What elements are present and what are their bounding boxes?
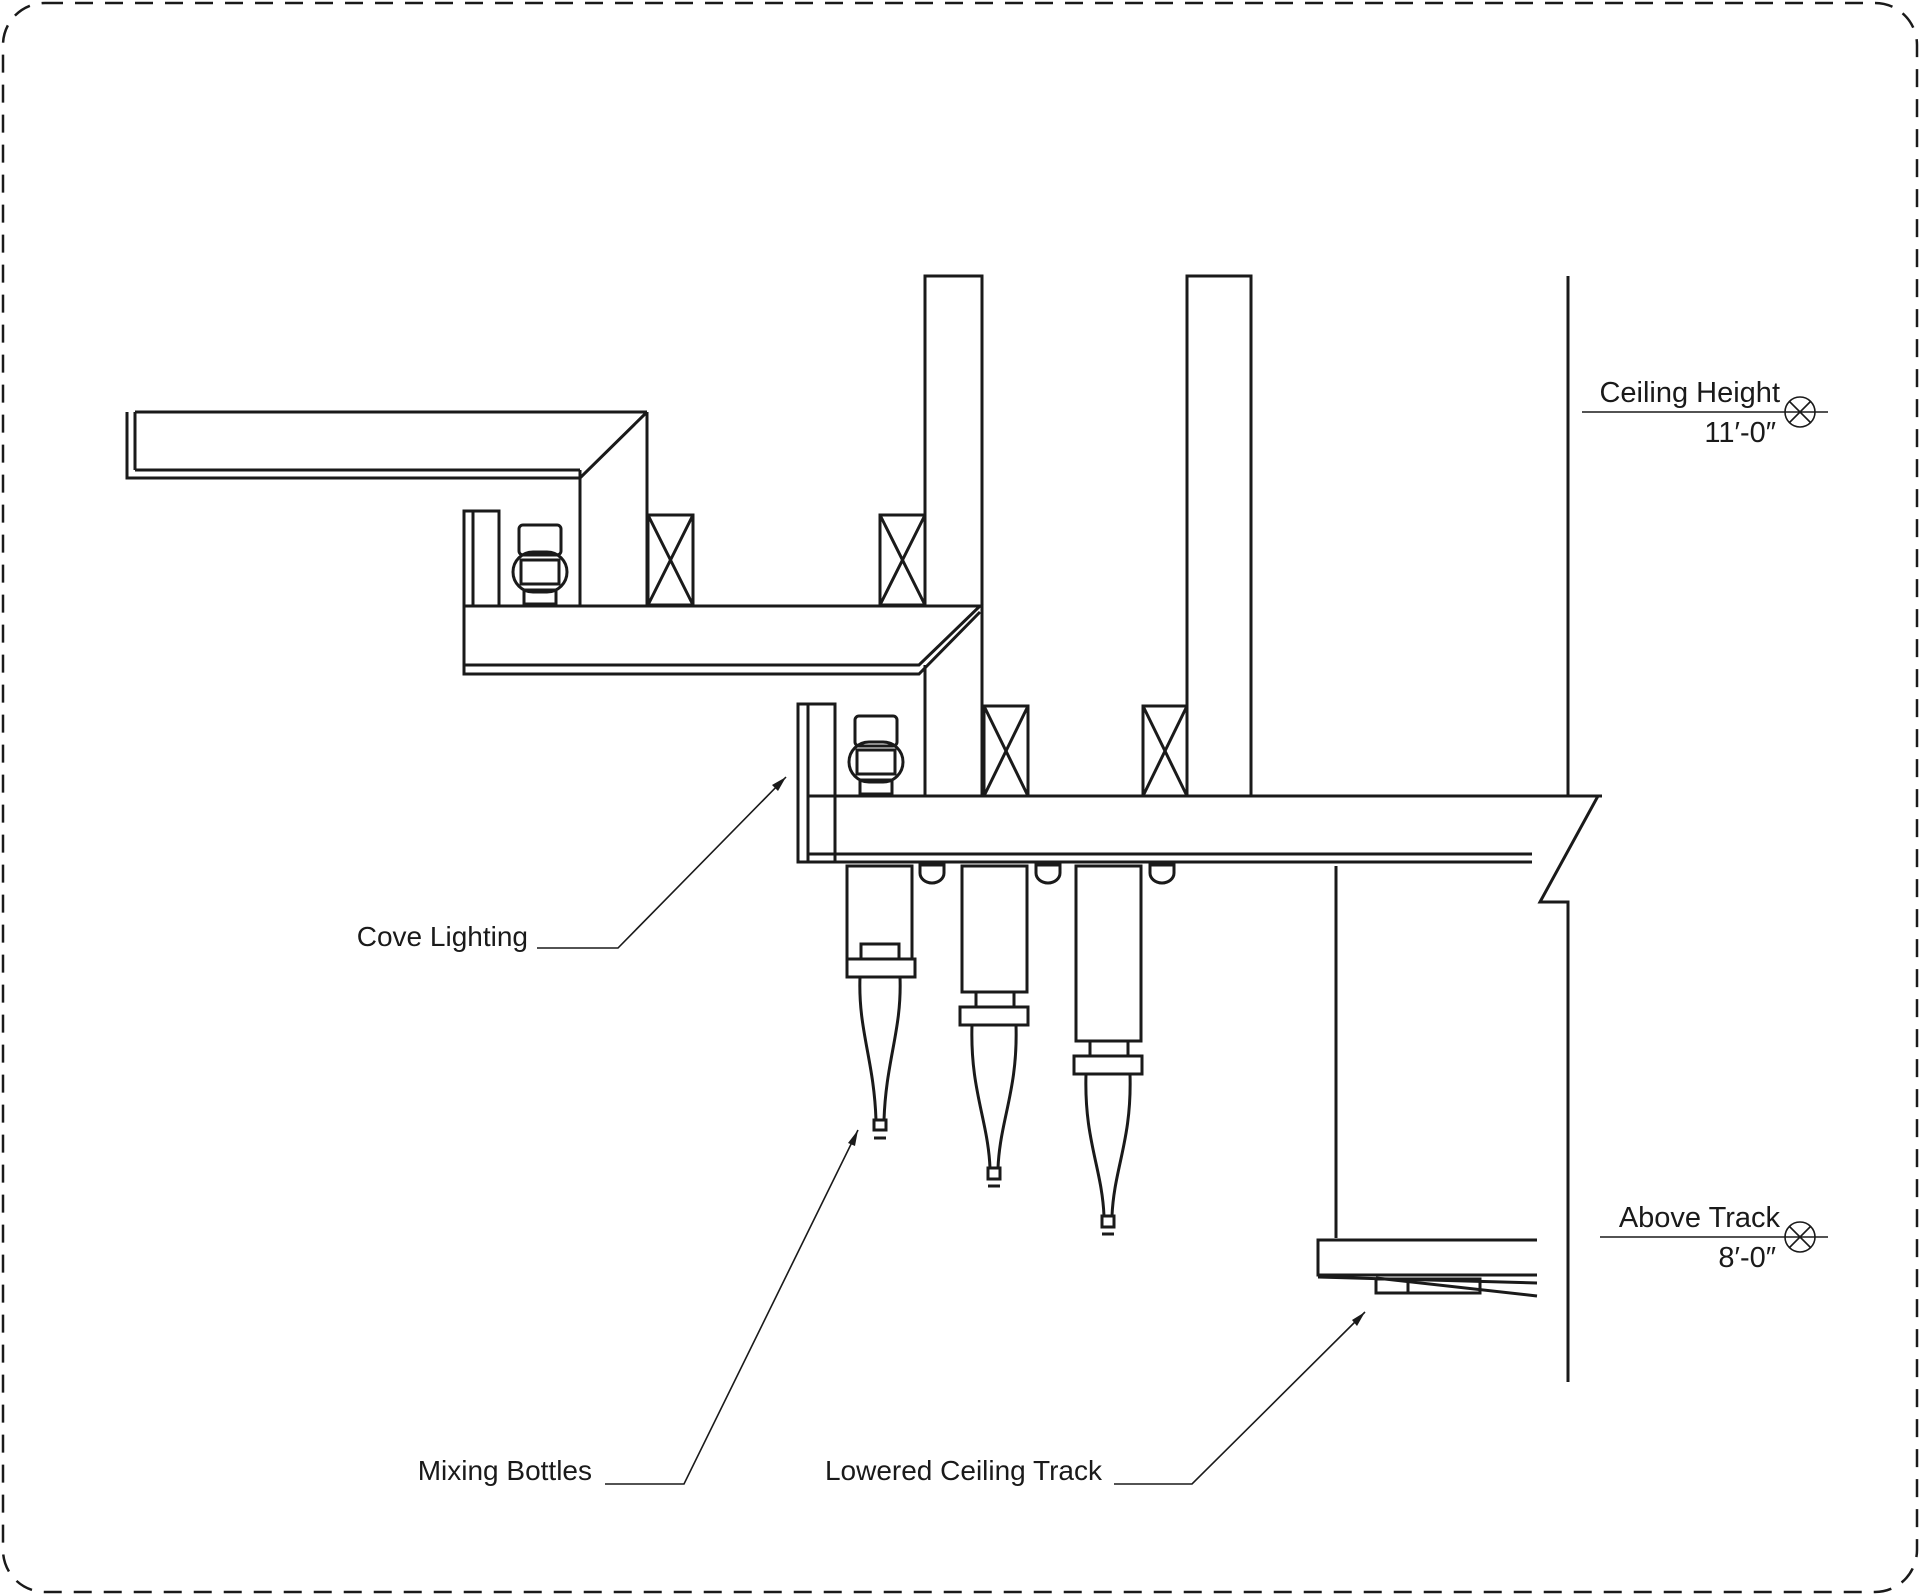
- elevation-ceiling-value: 11′-0″: [1704, 417, 1776, 449]
- leader-lowered-ceiling-track: [1114, 1311, 1366, 1485]
- leader-mixing-bottles: [605, 1129, 859, 1485]
- elevation-above-track-name: Above Track: [1619, 1202, 1781, 1234]
- elevation-marker-above-track: Above Track 8′-0″: [1600, 1202, 1828, 1274]
- blocking-upper-2: [878, 513, 927, 607]
- mixing-bottle-3: [1072, 864, 1144, 1236]
- label-cove-lighting: Cove Lighting: [357, 921, 528, 952]
- blocking-upper-1: [646, 513, 695, 607]
- cove-light-fixture-upper: [462, 509, 569, 608]
- elevation-marker-ceiling: Ceiling Height 11′-0″: [1582, 377, 1828, 449]
- vertical-drop-left: [923, 274, 984, 796]
- vertical-drop-right: [1185, 274, 1253, 796]
- cove-light-fixture-lower: [796, 702, 905, 864]
- middle-soffit: [462, 604, 984, 676]
- datum-symbol-icon: [1784, 396, 1816, 428]
- label-mixing-bottles: Mixing Bottles: [418, 1455, 592, 1486]
- mixing-bottle-1: [845, 864, 917, 1140]
- label-lowered-ceiling-track: Lowered Ceiling Track: [825, 1455, 1103, 1486]
- datum-symbol-icon: [1784, 1221, 1816, 1253]
- canopy-mounts: [918, 863, 1176, 885]
- main-ceiling-plane: [798, 794, 1602, 864]
- lowered-ceiling-track: [1316, 866, 1538, 1298]
- wall-break-line: [1537, 276, 1601, 1382]
- blocking-lower-1: [982, 704, 1030, 798]
- upper-soffit: [125, 410, 649, 606]
- blocking-lower-2: [1141, 704, 1189, 798]
- elevation-ceiling-name: Ceiling Height: [1599, 377, 1780, 409]
- mixing-bottle-2: [958, 864, 1030, 1188]
- elevation-above-track-value: 8′-0″: [1718, 1242, 1776, 1274]
- leader-cove-lighting: [537, 776, 787, 949]
